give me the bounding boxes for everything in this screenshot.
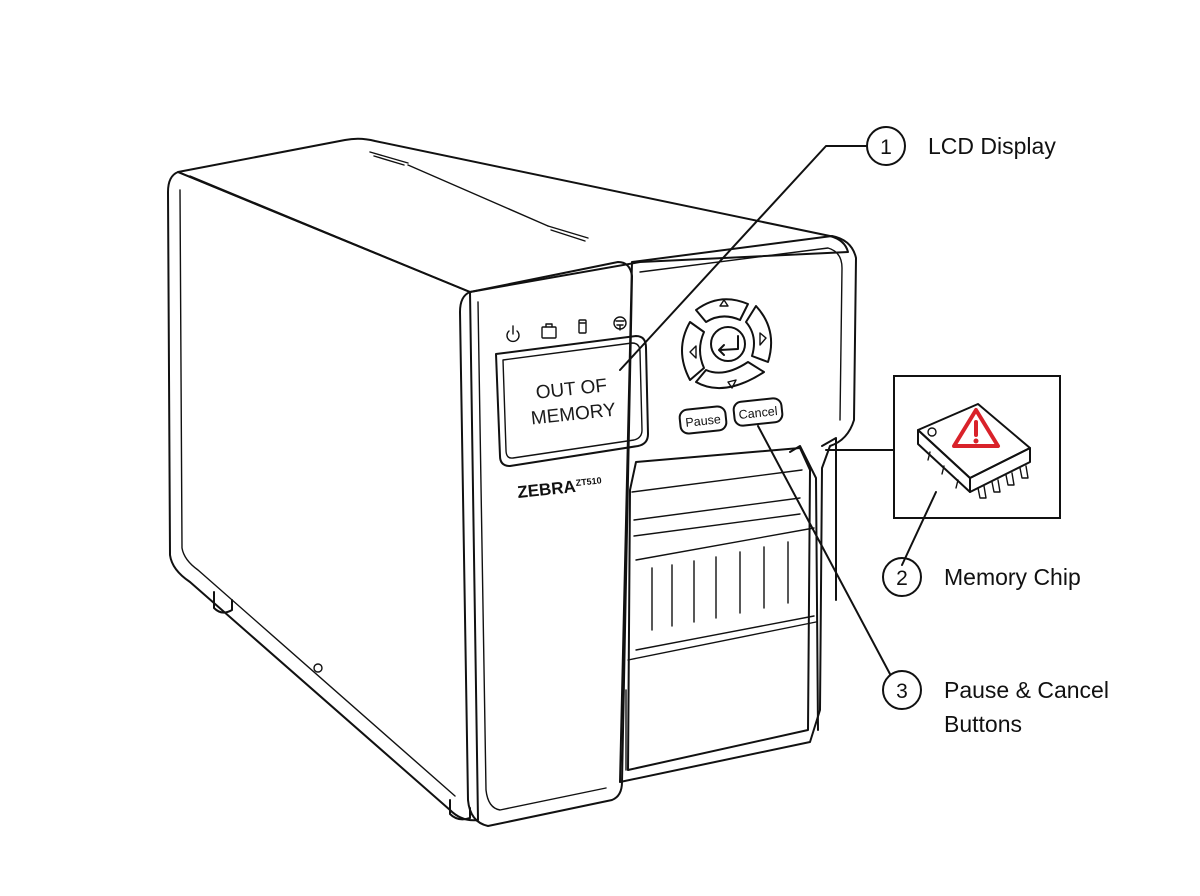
callout-2-leader — [901, 491, 937, 566]
pause-button-label: Pause — [685, 412, 722, 430]
arrow-right-icon — [759, 332, 767, 346]
brand-logo: ZEBRA — [516, 477, 576, 502]
callout-3-leader — [757, 425, 891, 675]
media-opening — [627, 447, 811, 771]
callout-1-leader — [619, 145, 867, 371]
lid-hinge-right — [547, 225, 589, 242]
foot-rear — [213, 591, 233, 614]
navigation-pad — [681, 298, 772, 389]
arrow-up-icon — [719, 299, 729, 307]
callout-1-label: LCD Display — [928, 133, 1056, 159]
callout-3-circle — [882, 670, 922, 710]
lid-edge — [407, 164, 549, 227]
media-rail — [789, 437, 837, 731]
arrow-left-icon — [689, 345, 697, 359]
callout-2-label: Memory Chip — [944, 564, 1081, 590]
power-icon — [506, 325, 520, 343]
callout-3-label-line-2: Buttons — [944, 711, 1022, 737]
lcd-line-1: OUT OF — [535, 375, 608, 403]
callout-3-label-line-1: Pause & Cancel — [944, 677, 1109, 703]
front-right-frame-inner — [639, 247, 843, 421]
pause-button[interactable] — [678, 405, 728, 435]
callout-2-number: 2 — [896, 567, 908, 590]
side-screw — [313, 663, 323, 673]
lower-tray — [625, 621, 817, 771]
media-roller — [633, 497, 801, 537]
callout-1-number: 1 — [880, 136, 892, 159]
model-label: ZT510 — [575, 475, 602, 488]
network-icon — [613, 316, 627, 331]
nav-up-button[interactable] — [695, 298, 749, 323]
arrow-down-icon — [727, 379, 737, 389]
lid-hinge-left — [369, 151, 409, 166]
status-icons-row — [506, 316, 627, 343]
callout-1-circle — [866, 126, 906, 166]
callout-memory-chip: 2 Memory Chip — [825, 375, 1081, 597]
warning-triangle-icon — [952, 408, 1000, 448]
enter-button[interactable] — [710, 326, 746, 362]
lcd-bezel — [495, 335, 649, 467]
front-left-panel — [459, 261, 633, 827]
foot-front — [449, 799, 471, 821]
printer-top-surface — [177, 137, 849, 293]
memory-chip-icon — [917, 403, 1031, 499]
media-guide-ribs — [635, 527, 815, 651]
printer-body — [167, 137, 857, 827]
callout-2-circle — [882, 557, 922, 597]
front-right-frame — [619, 235, 857, 783]
nav-down-button[interactable] — [695, 361, 765, 389]
callout-lcd-display: 1 LCD Display — [619, 126, 1056, 371]
cancel-button-label: Cancel — [738, 404, 778, 422]
printer-side-wall — [167, 171, 479, 822]
cancel-button[interactable] — [732, 397, 784, 427]
control-panel: OUT OF MEMORY ZEBRA ZT510 Pause Cancel — [495, 298, 784, 502]
nav-right-button[interactable] — [745, 305, 772, 363]
front-left-panel-inner — [477, 301, 607, 811]
nav-left-button[interactable] — [681, 321, 705, 381]
lcd-screen — [502, 342, 643, 459]
enter-icon — [718, 335, 739, 356]
briefcase-icon — [541, 323, 557, 339]
callout-pause-cancel: 3 Pause & Cancel Buttons — [757, 425, 1109, 737]
callout-3-number: 3 — [896, 680, 908, 703]
media-icon — [578, 319, 587, 334]
side-inner-edge — [179, 189, 456, 797]
media-opening-lip — [631, 469, 803, 493]
lcd-line-2: MEMORY — [530, 400, 617, 430]
